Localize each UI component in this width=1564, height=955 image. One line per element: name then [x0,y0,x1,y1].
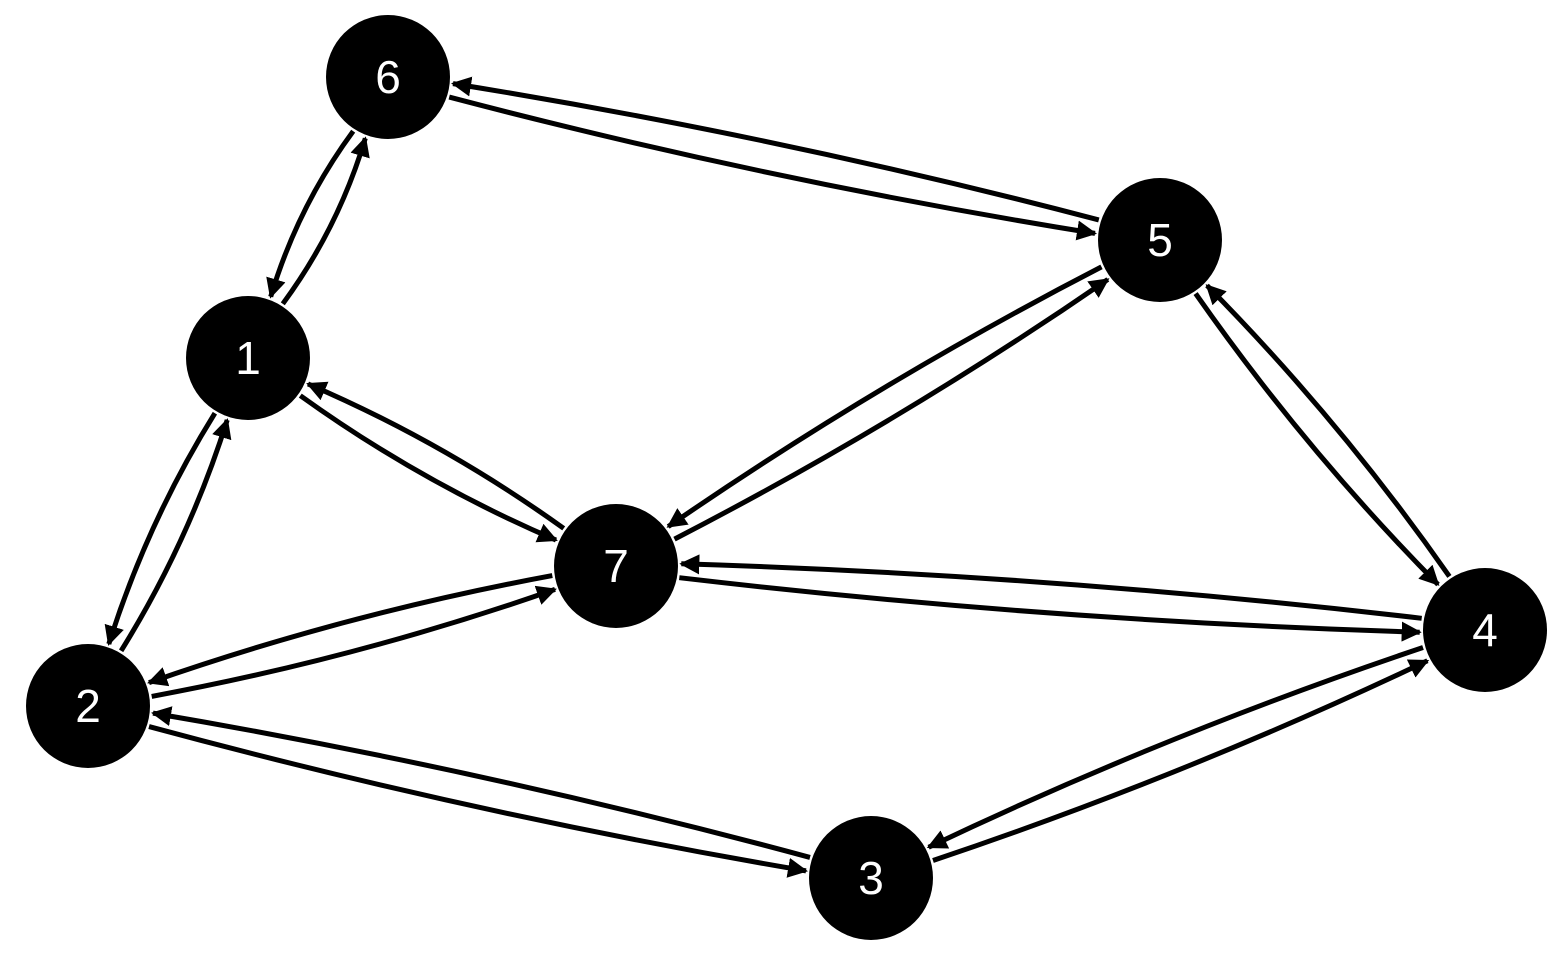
edge-1-to-7 [298,393,558,543]
edge-5-to-4 [1193,292,1440,587]
node-5-label: 5 [1147,214,1173,266]
edge-2-to-7 [151,585,557,699]
edge-6-to-1 [266,129,356,299]
node-2-label: 2 [75,680,101,732]
node-1-circle [186,296,310,420]
node-6-label: 6 [375,51,401,103]
nodes-layer: 1 2 3 4 5 6 7 [26,15,1547,940]
node-3: 3 [809,816,933,940]
edge-1-to-6 [280,136,370,306]
edge-7-to-2 [147,573,553,687]
edge-7-to-1 [306,381,566,531]
node-7: 7 [554,504,678,628]
edge-2-to-1 [118,418,232,653]
node-1-label: 1 [235,332,261,384]
node-5: 5 [1098,178,1222,302]
edge-4-to-5 [1205,283,1452,578]
edge-7-to-5 [673,277,1110,542]
edge-5-to-7 [666,264,1103,529]
node-5-circle [1098,178,1222,302]
edge-7-to-4 [679,575,1422,642]
node-7-circle [554,504,678,628]
node-3-label: 3 [858,852,884,904]
edge-4-to-3 [926,645,1424,850]
edges-layer [104,76,1452,878]
edge-3-to-4 [932,658,1430,863]
edge-5-to-6 [451,76,1100,223]
node-7-label: 7 [603,540,629,592]
node-4-circle [1423,568,1547,692]
edge-2-to-3 [148,724,808,878]
node-4: 4 [1423,568,1547,692]
node-2-circle [26,644,150,768]
edge-4-to-7 [679,554,1422,621]
node-4-label: 4 [1472,604,1498,656]
node-2: 2 [26,644,150,768]
node-6-circle [326,15,450,139]
edge-6-to-5 [448,94,1097,241]
edge-3-to-2 [151,706,811,860]
node-6: 6 [326,15,450,139]
node-1: 1 [186,296,310,420]
edge-1-to-2 [104,411,218,646]
node-3-circle [809,816,933,940]
